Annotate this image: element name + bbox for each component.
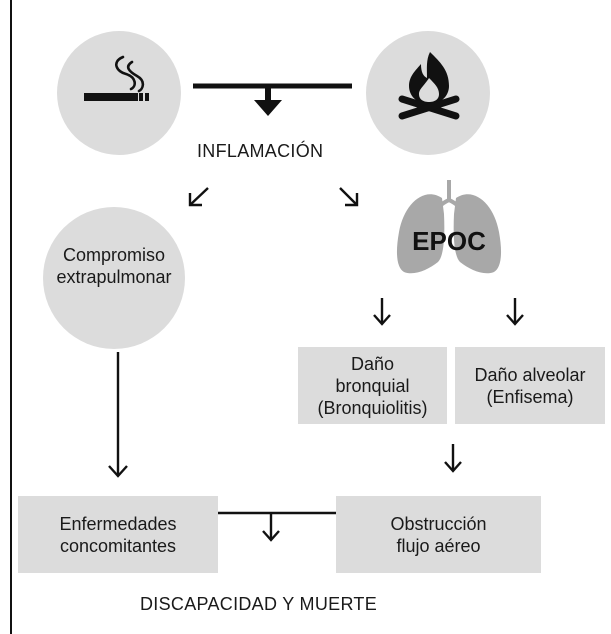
outcome-connector <box>218 511 336 542</box>
campfire-icon <box>398 52 460 120</box>
bronchial-damage-box: Daño bronquial (Bronquiolitis) <box>298 347 447 424</box>
extrapulmonary-circle <box>43 207 185 349</box>
copd-label: EPOC <box>412 226 486 256</box>
lungs-icon <box>396 180 502 274</box>
arrow-to-copd <box>339 187 359 207</box>
arrow-to-alveolar-damage <box>506 298 524 326</box>
cigarette-icon <box>84 55 149 101</box>
arrow-to-airflow-obstruction <box>444 444 462 473</box>
alveolar-damage-box: Daño alveolar (Enfisema) <box>455 347 605 424</box>
arrow-to-extrapulmonary <box>188 187 209 207</box>
arrow-to-comorbidities <box>108 352 128 478</box>
left-border-rule <box>10 0 12 634</box>
outcome-label: DISCAPACIDAD Y MUERTE <box>140 594 378 614</box>
extrapulmonary-label: Compromiso extrapulmonar <box>56 245 172 287</box>
comorbidities-box: Enfermedades concomitantes <box>18 496 218 573</box>
cause-connector <box>193 83 352 116</box>
airflow-obstruction-box: Obstrucción flujo aéreo <box>336 496 541 573</box>
inflammation-label: INFLAMACIÓN <box>197 141 324 161</box>
arrow-to-bronchial-damage <box>373 298 391 326</box>
